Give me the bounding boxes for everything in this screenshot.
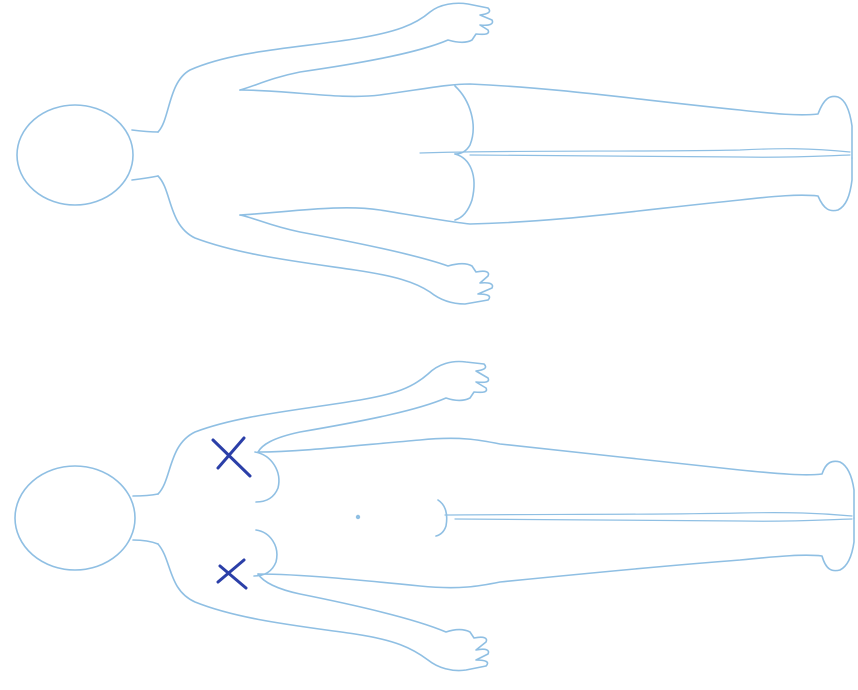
front-chest-bottom — [254, 530, 277, 576]
front-torso-bottom — [258, 518, 854, 588]
mark-cross-upper — [213, 438, 250, 476]
back-leg-seam — [420, 149, 850, 153]
front-lower-outline — [158, 544, 489, 671]
front-upper-outline — [158, 362, 489, 495]
back-head — [17, 105, 133, 205]
back-buttock-bottom — [455, 154, 474, 220]
front-torso-top — [258, 438, 854, 518]
front-neck — [133, 494, 158, 544]
front-groin — [436, 500, 447, 536]
front-head — [15, 466, 135, 570]
front-leg-seam-2 — [455, 519, 852, 521]
back-upper-outline — [158, 3, 493, 132]
back-torso-top — [240, 84, 852, 158]
front-navel — [356, 515, 360, 519]
back-neck — [132, 130, 158, 180]
front-view-figure — [15, 362, 854, 671]
mark-cross-lower — [218, 560, 246, 588]
back-buttock-top — [455, 86, 473, 154]
back-leg-seam-2 — [470, 155, 850, 157]
front-leg-seam — [445, 513, 852, 516]
back-view-figure — [17, 3, 852, 304]
back-lower-outline — [158, 176, 493, 304]
back-torso-bottom — [240, 158, 852, 224]
front-chest-top — [255, 452, 279, 502]
